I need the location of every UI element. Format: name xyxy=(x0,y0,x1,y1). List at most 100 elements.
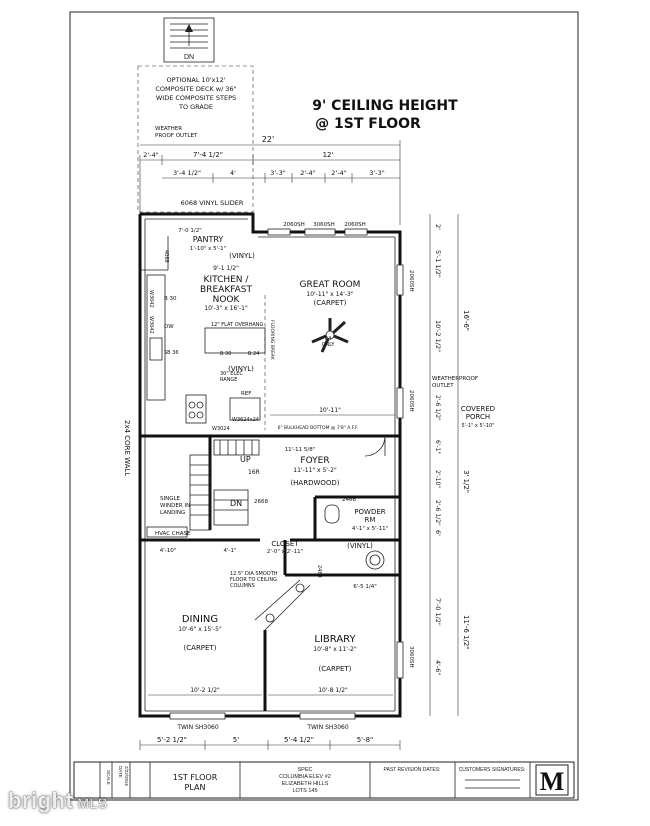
room-floor: (VINYL) xyxy=(347,542,373,550)
dim-label: 2'-6 1/2" xyxy=(434,395,441,421)
room-name: RM xyxy=(365,516,376,524)
project-line: ELIZABETH HILLS xyxy=(282,781,329,787)
dim-label: 5'-4 1/2" xyxy=(284,736,314,744)
room-library: LIBRARY 10'-8" x 11'-2" (CARPET) 10'-8 1… xyxy=(268,584,393,696)
dishwasher-label: DW xyxy=(164,324,174,330)
refrigerator-label: REF xyxy=(241,391,251,397)
deck-note-line: COMPOSITE DECK w/ 36" xyxy=(155,85,236,93)
deck-dn-label: DN xyxy=(184,54,194,61)
cabinet-label: W3042 xyxy=(148,316,154,334)
room-size: 4'-1" x 5'-11" xyxy=(352,526,388,532)
interior-walls xyxy=(140,236,400,711)
room-name: FOYER xyxy=(300,456,329,466)
dim-label: 2'-4" xyxy=(331,169,346,177)
dim-label: 2' xyxy=(434,224,442,230)
room-name: NOOK xyxy=(213,295,241,305)
dim-label: 10'-2 1/2" xyxy=(190,687,220,694)
room-name: BREAKFAST xyxy=(200,285,252,295)
dim-label: 5'-2 1/2" xyxy=(157,736,187,744)
builder-logo: M xyxy=(540,767,565,796)
stair: UP 16R DN xyxy=(189,439,260,531)
dim-label: 9'-1 1/2" xyxy=(213,265,239,272)
sheet-title: PLAN xyxy=(185,783,206,792)
porch-note: 5'-1" x 5'-10" xyxy=(461,423,494,429)
dim-label: 2'-6 1/2" xyxy=(434,500,441,526)
dim-label: 5'-8" xyxy=(357,736,374,744)
room-size: 10'-8" x 11'-2" xyxy=(313,646,357,653)
porch-note: PORCH xyxy=(466,413,490,421)
stair-riser-count: 16R xyxy=(248,469,260,476)
dim-label: 5'-1 1/2" xyxy=(434,250,442,278)
dim-label: 7'-0 1/2" xyxy=(434,598,442,626)
dim-label: 5' xyxy=(233,736,239,744)
signatures-label: CUSTOMERS SIGNATURES: xyxy=(459,767,526,773)
winder-note: SINGLE xyxy=(160,496,181,502)
revision-label: PAST REVISION DATES: xyxy=(384,767,441,773)
window-label: 3060SH xyxy=(313,222,335,228)
deck: OPTIONAL 10'x12' COMPOSITE DECK w/ 36" W… xyxy=(137,65,254,213)
column-note: 12.5" DIA SMOOTH FLOOR TO CEILING COLUMN… xyxy=(230,571,305,623)
room-kitchen: KITCHEN / BREAKFAST NOOK 10'-3" x 16'-1"… xyxy=(178,228,254,373)
room-floor: (HARDWOOD) xyxy=(290,479,339,487)
room-floor: (VINYL) xyxy=(229,252,255,260)
deck-note-line: OPTIONAL 10'x12' xyxy=(167,76,226,84)
right-windows: 2060SH 2060SH 3060SH xyxy=(396,264,414,679)
right-dimensions: 2' 5'-1 1/2" 10'-2 1/2" 2'-6 1/2" 6'-1" … xyxy=(429,214,470,716)
room-floor: (CARPET) xyxy=(319,665,352,673)
dim-label: 2'-4" xyxy=(143,151,158,159)
bulkhead-note: 6" BULKHEAD BOTTOM @ 7'8" A.F.F. xyxy=(278,425,359,431)
dim-label: 2'-4" xyxy=(300,169,315,177)
project-line: COLUMBIA ELEV #2 xyxy=(279,774,331,780)
room-foyer: FOYER 11'-11" x 5'-2" (HARDWOOD) 11'-11 … xyxy=(254,435,386,505)
watermark-brand: bright xyxy=(8,788,74,813)
room-floor: (CARPET) xyxy=(314,299,347,307)
window-label: 2060SH xyxy=(344,222,366,228)
room-size: 11'-11" x 5'-2" xyxy=(293,467,337,474)
dim-label: 10'-8 1/2" xyxy=(318,687,348,694)
porch-note: COVERED xyxy=(461,405,495,413)
weather-outlet-note: PROOF OUTLET xyxy=(155,133,198,139)
overhang-note: 12" FLAT OVERHANG xyxy=(211,322,264,328)
deck-stairs: DN xyxy=(163,17,215,63)
dim-label: 4'-1" xyxy=(223,548,236,554)
dim-label: 7'-0 1/2" xyxy=(178,228,202,234)
winder-note: WINDER IN xyxy=(160,503,190,509)
fan-note: R/I xyxy=(325,336,332,342)
watermark-suffix: MLS xyxy=(77,795,108,811)
room-name: DINING xyxy=(182,614,218,625)
door-label: 2668 xyxy=(254,499,268,505)
date-value: 2/22/2016 xyxy=(124,766,129,787)
room-closet: CLOSET 2'-0" x 2'-11" 4'-1" 2468 xyxy=(223,540,322,578)
dim-label: 12' xyxy=(323,151,334,159)
window-label: 3060SH xyxy=(408,646,414,668)
room-floor: (CARPET) xyxy=(184,644,217,652)
cabinet-label: B 30 xyxy=(164,296,177,302)
ceiling-fan-icon xyxy=(311,318,349,353)
room-size: 10'-3" x 16'-1" xyxy=(204,305,248,312)
room-dining: DINING 10'-6" x 15'-5" (CARPET) 10'-2 1/… xyxy=(148,548,262,696)
room-name: CLOSET xyxy=(271,540,299,548)
column-note-line: 12.5" DIA SMOOTH xyxy=(230,571,278,577)
dim-label: 3'-4 1/2" xyxy=(173,169,201,177)
room-size: 10'-11" x 14'-3" xyxy=(306,291,353,298)
title-block: SCALE DATE 2/22/2016 1ST FLOOR PLAN SPEC… xyxy=(73,761,575,799)
dim-label: 3'-3" xyxy=(369,169,384,177)
stair-dn-label: DN xyxy=(230,499,242,508)
door-label: 2468 xyxy=(316,565,322,578)
ceiling-height-note: 9' CEILING HEIGHT xyxy=(312,98,458,114)
range-note: RANGE xyxy=(220,377,237,383)
room-floor: (VINYL) xyxy=(228,365,254,373)
dim-label: 6' xyxy=(434,530,442,536)
project-line: LOTS 145 xyxy=(292,788,317,794)
room-name: GREAT ROOM xyxy=(300,280,361,290)
window-label: 2060SH xyxy=(408,390,414,412)
deck-note-line: TO GRADE xyxy=(178,103,213,111)
room-name: LIBRARY xyxy=(314,634,356,645)
range-note: 30" ELEC xyxy=(220,371,243,377)
hvac-chase: HVAC CHASE SINGLE WINDER IN LANDING xyxy=(146,496,191,538)
door-label: 2468 xyxy=(342,497,356,503)
dim-label: 10'-2 1/2" xyxy=(434,320,442,352)
sheet-title: 1ST FLOOR xyxy=(173,773,218,782)
dim-label: 10'-11" xyxy=(319,407,341,414)
kitchen-cabinets: B 30 DW SB 36 REF B 30 B 24 W3042 W3042 … xyxy=(146,274,275,432)
